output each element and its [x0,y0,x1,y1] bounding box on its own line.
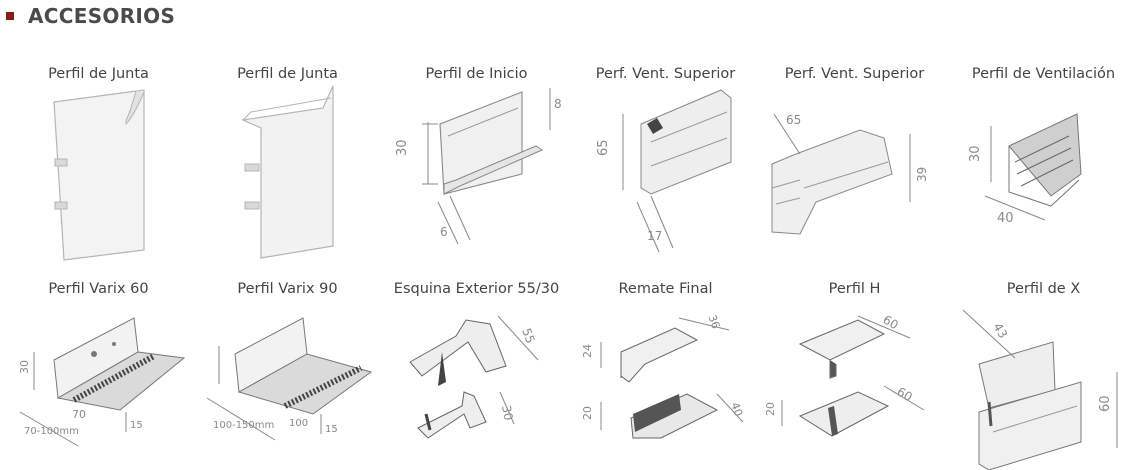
dim-label: 30 [395,139,410,156]
dim-label: 60 [881,312,901,332]
dim-label: 60 [1098,395,1113,412]
product-name: Perfil de Ventilación [971,66,1116,82]
product-name: Perfil Varix 60 [48,281,149,297]
product-name: Remate Final [618,281,713,297]
section-bullet-icon [6,12,14,20]
dim-label: 65 [596,139,611,156]
dim-label: 6 [440,225,448,239]
dim-label: 100 [289,418,308,429]
dim-label: 15 [130,420,143,431]
product-name: Esquina Exterior 55/30 [393,281,560,297]
dim-label: 43 [990,321,1010,341]
perfil-varix-60-image: 30 70 70-100mm 15 [18,317,186,447]
perf-vent-superior-image: 65 17 [596,89,732,253]
dim-label: 40 [728,401,745,419]
perfil-x-image: 43 60 [962,309,1118,470]
dim-label: 70 [72,408,86,421]
perf-vent-superior-2-image: 65 39 [771,113,929,235]
perfil-h-image: 60 20 60 [764,312,925,437]
dim-label: 65 [786,113,801,127]
perfil-ventilacion-image: 30 40 [968,113,1082,226]
dim-label: 20 [581,406,594,420]
perfil-varix-90-image: 100 100-150mm 15 [206,317,373,441]
dim-label: 20 [764,402,777,416]
section-header: ACCESORIOS [6,3,175,29]
dim-label: 40 [997,211,1014,226]
dim-label: 70-100mm [24,426,79,437]
perfil-junta-image [53,89,145,261]
dim-label: 24 [581,344,594,358]
dim-label: 30 [18,360,31,374]
section-title: ACCESORIOS [28,4,176,28]
dim-label: 55 [519,326,537,345]
dim-label: 36 [705,313,722,331]
dim-label: 30 [499,404,515,421]
dim-label: 8 [554,97,562,111]
dim-label: 100-150mm [213,420,274,431]
dim-label: 17 [647,229,662,243]
product-name: Perfil de Junta [48,66,149,82]
product-name: Perf. Vent. Superior [784,66,925,82]
product-name: Perfil de Inicio [425,66,528,82]
perfil-junta-2-image [240,85,334,259]
product-name: Perfil de Junta [237,66,338,82]
product-name: Perfil Varix 90 [237,281,338,297]
dim-label: 60 [895,384,915,404]
dim-label: 39 [915,167,929,182]
product-name: Perfil H [828,281,881,297]
product-name: Perfil de X [1006,281,1081,297]
product-name: Perf. Vent. Superior [595,66,736,82]
perfil-inicio-image: 30 8 6 [395,88,562,245]
esquina-exterior-image: 55 30 [409,315,539,439]
remate-final-image: 24 36 20 40 [581,313,745,439]
dim-label: 15 [325,424,338,435]
dim-label: 30 [968,145,983,162]
